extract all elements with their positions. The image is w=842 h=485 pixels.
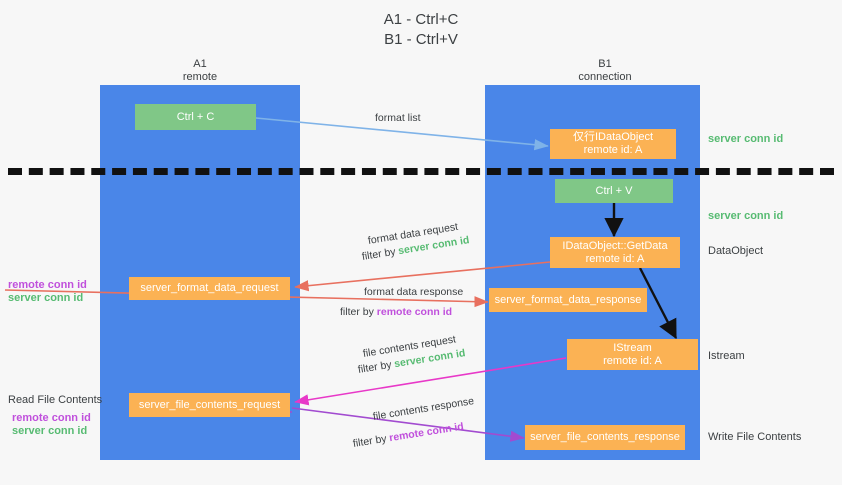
label-server-conn-id-1: server conn id	[8, 292, 84, 304]
filter-prefix: filter by	[352, 432, 391, 450]
filter-prefix: filter by	[357, 358, 396, 376]
filter-prefix: filter by	[361, 245, 400, 263]
label-istream: Istream	[708, 350, 745, 362]
edge-label-format-data-response-filter: filter by remote conn id	[340, 305, 452, 319]
label-read-file-contents: Read File Contents	[8, 394, 103, 406]
filter-prefix: filter by	[340, 306, 377, 318]
node-server-format-data-request[interactable]: server_format_data_request	[129, 277, 290, 300]
node-ctrl-v[interactable]: Ctrl + V	[555, 179, 673, 203]
edge-label-file-contents-response-filter: filter by remote conn id	[352, 420, 465, 451]
node-ctrl-c[interactable]: Ctrl + C	[135, 104, 256, 130]
edge-label-format-data-response: format data response	[364, 286, 464, 298]
label-server-conn-id-2: server conn id	[12, 425, 88, 437]
node-server-format-data-response[interactable]: server_format_data_response	[489, 288, 647, 312]
label-write-file-contents: Write File Contents	[708, 431, 802, 443]
label-remote-conn-id-2: remote conn id	[12, 412, 91, 424]
edge-label-format-list: format list	[375, 112, 421, 124]
lane-header-a1: A1 remote	[182, 58, 218, 83]
node-idataobject[interactable]: 仅行IDataObject remote id: A	[550, 129, 676, 159]
divider-dashed-line	[8, 168, 834, 175]
label-server-conn-id-top: server conn id	[708, 133, 784, 145]
page-title: A1 - Ctrl+C B1 - Ctrl+V	[383, 11, 459, 48]
node-idataobject-getdata[interactable]: IDataObject::GetData remote id: A	[550, 237, 680, 268]
label-data-object: DataObject	[708, 245, 764, 257]
node-server-file-contents-request[interactable]: server_file_contents_request	[129, 393, 290, 417]
filter-value: remote conn id	[376, 306, 453, 318]
lane-header-b1: B1 connection	[578, 58, 632, 83]
label-server-conn-id-mid: server conn id	[708, 210, 784, 222]
filter-value: remote conn id	[388, 420, 465, 445]
node-istream[interactable]: IStream remote id: A	[567, 339, 698, 370]
node-server-file-contents-response[interactable]: server_file_contents_response	[525, 425, 685, 450]
label-remote-conn-id-1: remote conn id	[8, 279, 87, 291]
